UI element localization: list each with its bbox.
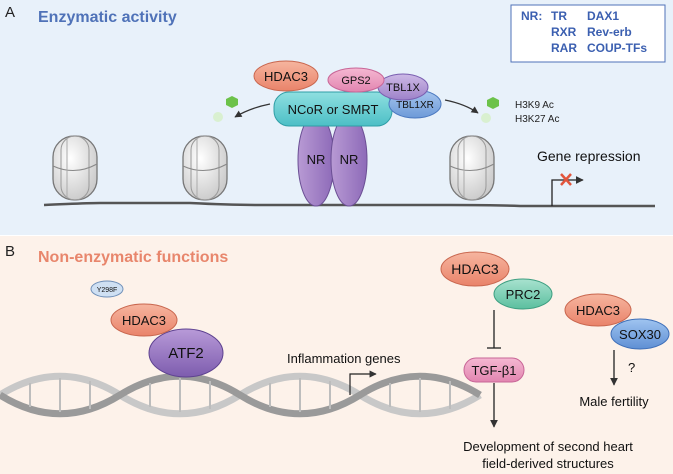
nr-legend-item: COUP-TFs	[587, 41, 647, 55]
tbl1xr-label: TBL1XR	[396, 100, 434, 111]
nucleosome	[182, 135, 228, 201]
deacetylation-arrow-left	[234, 103, 271, 118]
prc2-label: PRC2	[506, 287, 541, 302]
hdac3-label-prc2: HDAC3	[451, 261, 499, 277]
hdac3-protein-prc2	[440, 251, 510, 287]
nr-legend-box: NR: TR RXR RAR DAX1 Rev-erb COUP-TFs	[510, 4, 666, 63]
sox30-protein	[610, 318, 670, 350]
histone-mark-label: H3K27 Ac	[515, 114, 559, 125]
acetyl-dot-icon	[213, 112, 223, 122]
hdac3-label-atf2: HDAC3	[122, 313, 166, 328]
nr-label: NR	[340, 152, 359, 167]
atf2-protein	[148, 328, 224, 378]
atf2-label: ATF2	[168, 345, 204, 362]
y298f-badge	[90, 280, 124, 298]
inflammation-promoter-arrow	[349, 370, 377, 395]
promoter-arrow	[551, 176, 584, 206]
histone-mark-label: H3K9 Ac	[515, 100, 554, 111]
hdac3-label: HDAC3	[264, 69, 308, 84]
panel-b-background	[0, 236, 673, 474]
nucleosome	[52, 135, 98, 201]
gps2-label: GPS2	[341, 75, 370, 87]
sox30-label: SOX30	[619, 327, 661, 342]
panel-a-title: Enzymatic activity	[38, 9, 177, 26]
gene-repression-label: Gene repression	[537, 148, 641, 164]
nr-legend-prefix: NR:	[521, 9, 542, 23]
deacetylation-arrow-right	[444, 99, 479, 114]
acetyl-dot-icon	[481, 113, 491, 123]
y298f-label: Y298F	[97, 287, 118, 294]
nr-legend-item: RXR	[551, 25, 577, 39]
acetyl-hexagon-icon	[487, 97, 499, 109]
dna-line	[43, 201, 655, 208]
nr-legend-item: Rev-erb	[587, 25, 632, 39]
nr-label: NR	[307, 152, 326, 167]
tbl1x-label: TBL1X	[386, 82, 420, 94]
hdac3-label-sox30: HDAC3	[576, 303, 620, 318]
panel-a-letter: A	[5, 4, 15, 21]
development-label-line1: Development of second heart	[463, 439, 633, 454]
hdac3-protein-atf2	[110, 303, 178, 337]
development-label-line2: field-derived structures	[482, 456, 614, 471]
panel-b-title: Non-enzymatic functions	[38, 249, 228, 266]
nr-legend-item: TR	[551, 9, 567, 23]
hdac3-protein	[253, 60, 319, 92]
inflammation-genes-label: Inflammation genes	[287, 351, 401, 366]
male-fertility-label: Male fertility	[579, 394, 649, 409]
nucleosome	[449, 135, 495, 201]
ncor-smrt-label: NCoR or SMRT	[288, 102, 379, 117]
tgf-beta1-label: TGF-β1	[471, 363, 516, 378]
blocked-x-icon	[560, 173, 572, 186]
uncertain-mark: ?	[628, 360, 635, 375]
panel-b-letter: B	[5, 243, 15, 260]
acetyl-hexagon-icon	[226, 96, 238, 108]
hdac3-protein-sox30	[564, 293, 632, 327]
gps2-protein	[327, 67, 385, 93]
dna-double-helix	[0, 372, 482, 418]
nr-legend-item: RAR	[551, 41, 577, 55]
prc2-protein	[493, 278, 553, 310]
inhibition-symbol	[487, 310, 501, 349]
nr-legend-item: DAX1	[587, 9, 619, 23]
tgf-beta1-protein	[463, 357, 525, 383]
